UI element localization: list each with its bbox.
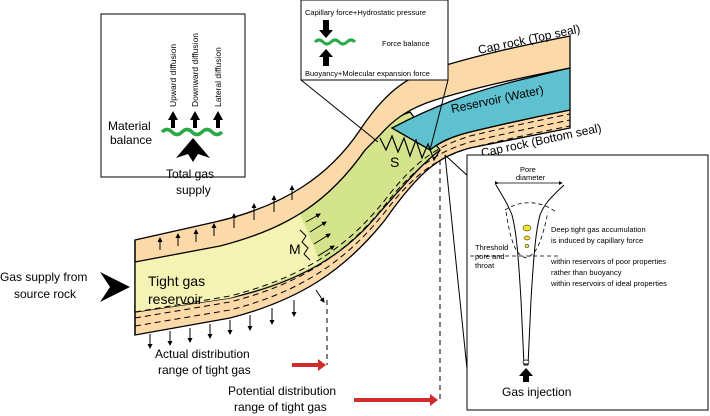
actual-range-arrow — [292, 359, 326, 371]
pore-box: Pore diameter Threshold pore and throat … — [444, 154, 709, 411]
gas-bubble-small — [524, 244, 530, 248]
threshold-label-1: Threshold — [475, 243, 508, 252]
material-balance-box: Material balance Upward diffusion Downwa… — [100, 13, 246, 197]
gas-bubble-large — [522, 224, 532, 232]
force-balance-box: Capillary force+Hydrostatic pressure For… — [300, 0, 449, 151]
potential-range-label-1: Potential distribution — [228, 384, 336, 398]
material-balance-title-1: Material — [108, 119, 151, 133]
force-middle-text: Force balance — [382, 39, 430, 48]
gas-bubble-medium — [523, 235, 531, 241]
gas-supply-label-1: Gas supply from — [0, 270, 87, 284]
gas-supply-label-2: source rock — [14, 287, 77, 301]
up-arrow-2 — [190, 111, 200, 128]
reservoir-water-layer — [390, 67, 571, 151]
strata — [134, 35, 571, 336]
tight-gas-reservoir-pale-zone — [135, 214, 320, 312]
gas-bubble-bottom — [522, 359, 530, 365]
force-bottom-text: Buoyancy+Molecular expansion force — [305, 69, 430, 78]
force-balance-wave — [313, 38, 357, 46]
gas-migration-arrows-m — [299, 213, 335, 261]
potential-range-label-2: range of tight gas — [234, 400, 327, 414]
pore-note-2: is induced by capillary force — [551, 236, 643, 245]
pore-throat-funnel — [495, 184, 565, 366]
bottom-cap-dash-1 — [134, 119, 571, 319]
pore-note-3: within reservoirs of poor properties — [550, 257, 666, 266]
pore-diameter-label-2: diameter — [516, 173, 546, 182]
gas-supply-arrow — [100, 272, 130, 302]
upward-diffusion-label: Upward diffusion — [168, 44, 178, 107]
pore-note-4: rather than buoyancy — [551, 268, 622, 277]
threshold-label-2: pore and — [475, 252, 505, 261]
marker-s: S — [390, 154, 399, 170]
gas-injection-label: Gas injection — [502, 385, 571, 399]
total-gas-supply-1: Total gas — [166, 167, 214, 181]
potential-range-arrow — [354, 394, 438, 406]
downward-diffusion-label: Downward diffusion — [190, 33, 200, 107]
threshold-label-3: throat — [475, 261, 495, 270]
material-balance-wave — [160, 127, 224, 137]
actual-range-label-1: Actual distribution — [155, 347, 250, 361]
pore-note-1: Deep tight gas accumulation — [551, 225, 646, 234]
pore-note-5: within reservoirs of ideal properties — [550, 279, 667, 288]
gas-injection-arrow — [519, 368, 533, 382]
pore-dashed-bottom — [505, 211, 549, 259]
upward-diffusion-arrows — [157, 185, 295, 250]
force-top-text: Capillary force+Hydrostatic pressure — [305, 8, 426, 17]
marker-m: M — [289, 241, 301, 257]
actual-range-label-2: range of tight gas — [158, 363, 251, 377]
pore-diameter-label-1: Pore — [520, 165, 536, 174]
material-balance-title-2: balance — [110, 133, 152, 147]
up-arrow-3 — [213, 111, 223, 128]
lateral-diffusion-label: Lateral diffusion — [213, 47, 223, 107]
force-up-arrow — [319, 49, 333, 66]
tight-gas-reservoir-label-1: Tight gas — [148, 273, 205, 289]
downward-diffusion-arrows — [147, 289, 325, 349]
force-down-arrow — [319, 20, 333, 38]
bottom-cap-dash-2 — [134, 125, 571, 327]
bottom-cap-dash-3 — [134, 113, 571, 313]
pore-dashed-arc — [504, 202, 557, 213]
up-arrow-1 — [168, 111, 178, 128]
tight-gas-reservoir-label-2: reservoir — [148, 291, 203, 307]
total-gas-supply-2: supply — [176, 183, 211, 197]
cap-rock-top-layer — [134, 35, 571, 263]
total-supply-arrow — [176, 138, 210, 162]
